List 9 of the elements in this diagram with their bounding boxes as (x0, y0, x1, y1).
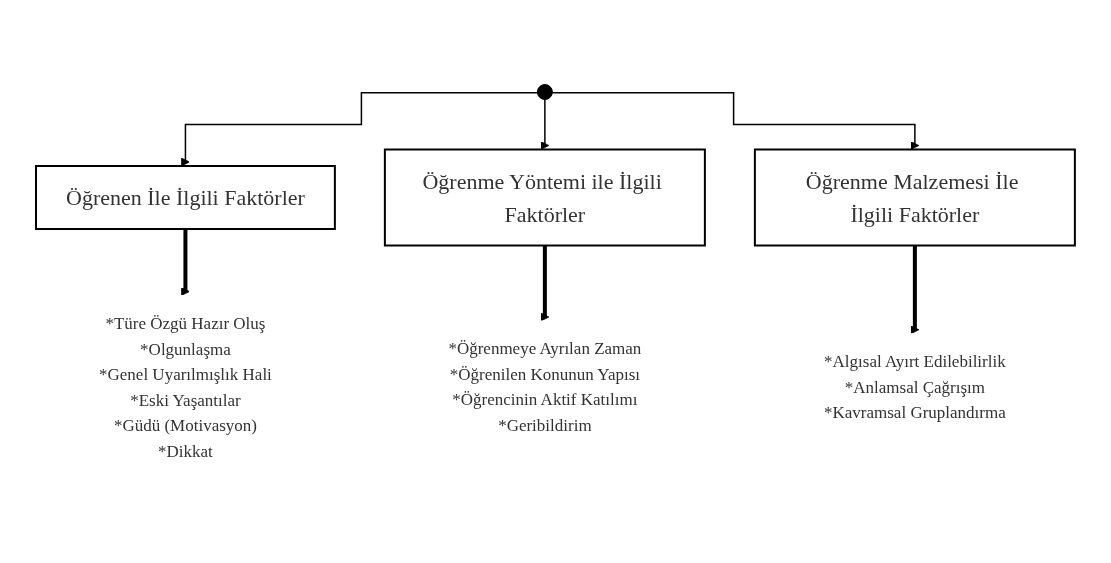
arrow (551, 91, 920, 150)
node-text: *Algısal Ayırt Edilebilirlik *Anlamsal Çağrışım *Kavramsal Gruplandırma (824, 351, 1006, 422)
node-box: Öğrenme Malzemesi İle İlgili Faktörler (753, 148, 1076, 247)
arrow (540, 98, 550, 150)
node-box: Öğrenme Yöntemi ile İlgili Faktörler (383, 148, 706, 247)
node-text: *Öğrenmeye Ayrılan Zaman *Öğrenilen Konunun Yapısı *Öğrencinin Aktif Katılımı *Geribildirim (448, 339, 642, 435)
node-text: *Türe Özgü Hazır Oluş *Olgunlaşma *Genel Uyarılmışlık Hali *Eski Yaşantılar *Güdü (Motivasyon) *Dikkat (99, 313, 272, 460)
node-box: Öğrenen İle İlgili Faktörler (35, 165, 336, 230)
arrow (181, 91, 539, 167)
